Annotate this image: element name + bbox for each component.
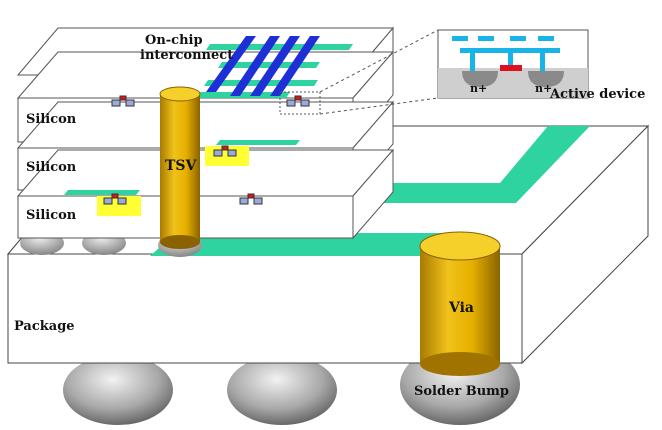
inset-contact-left bbox=[470, 53, 475, 71]
tsv-body bbox=[160, 94, 200, 242]
blue-wire-1 bbox=[230, 36, 280, 96]
label-tsv: TSV bbox=[165, 158, 198, 174]
tsv-pillar bbox=[159, 86, 201, 249]
tsv-top bbox=[159, 86, 201, 102]
transistor-l1-left bbox=[111, 95, 135, 107]
inset-metal-4 bbox=[538, 36, 554, 41]
label-silicon-top: Silicon bbox=[26, 112, 77, 127]
package-trace bbox=[338, 126, 590, 203]
label-n-plus-left: n+ bbox=[470, 82, 487, 95]
via-bottom bbox=[420, 352, 500, 376]
transistor-l1-right bbox=[286, 95, 310, 107]
inset-metal-3 bbox=[510, 36, 526, 41]
callout-box bbox=[279, 91, 321, 115]
label-n-plus-right: n+ bbox=[535, 82, 552, 95]
callout-line-1 bbox=[319, 29, 439, 93]
via-body bbox=[420, 246, 500, 364]
inset-contact-mid bbox=[508, 53, 513, 65]
callout-line-2 bbox=[319, 97, 439, 115]
inset-metal-1 bbox=[452, 36, 468, 41]
inset-nplus-left-well bbox=[462, 71, 498, 87]
label-active-device: Active device bbox=[549, 87, 645, 102]
layer3-trace bbox=[64, 190, 140, 195]
label-via: Via bbox=[448, 300, 474, 316]
via-pillar bbox=[419, 231, 501, 376]
active-device-inset bbox=[437, 29, 589, 99]
layer2-trace bbox=[216, 140, 300, 145]
blue-wire-4 bbox=[206, 36, 256, 92]
tsv-bottom bbox=[160, 235, 200, 249]
blue-wire-3 bbox=[270, 36, 320, 96]
blue-wire-2 bbox=[250, 36, 300, 96]
inset-gate bbox=[500, 65, 522, 71]
tsv-to-via-trace bbox=[150, 233, 466, 256]
label-package: Package bbox=[14, 319, 75, 334]
inset-contact-right bbox=[540, 53, 545, 71]
label-onchip-line2: interconnect bbox=[140, 48, 233, 63]
transistor-l2 bbox=[213, 145, 237, 157]
inset-metal-2 bbox=[478, 36, 494, 41]
label-silicon-bot: Silicon bbox=[26, 208, 77, 223]
solder-bump-1 bbox=[63, 355, 173, 425]
transistor-l3-left bbox=[103, 193, 127, 205]
inset-nplus-right-well bbox=[528, 71, 564, 87]
solder-bump-2 bbox=[227, 355, 337, 425]
label-onchip-line1: On-chip bbox=[145, 33, 203, 48]
via-top bbox=[419, 231, 501, 261]
on-chip-interconnect-lines bbox=[186, 36, 353, 98]
label-solder-bump: Solder Bump bbox=[414, 384, 509, 399]
label-silicon-mid: Silicon bbox=[26, 160, 77, 175]
transistor-symbols bbox=[103, 95, 310, 205]
inset-metal-bar bbox=[460, 48, 560, 53]
transistor-l3-right bbox=[239, 193, 263, 205]
